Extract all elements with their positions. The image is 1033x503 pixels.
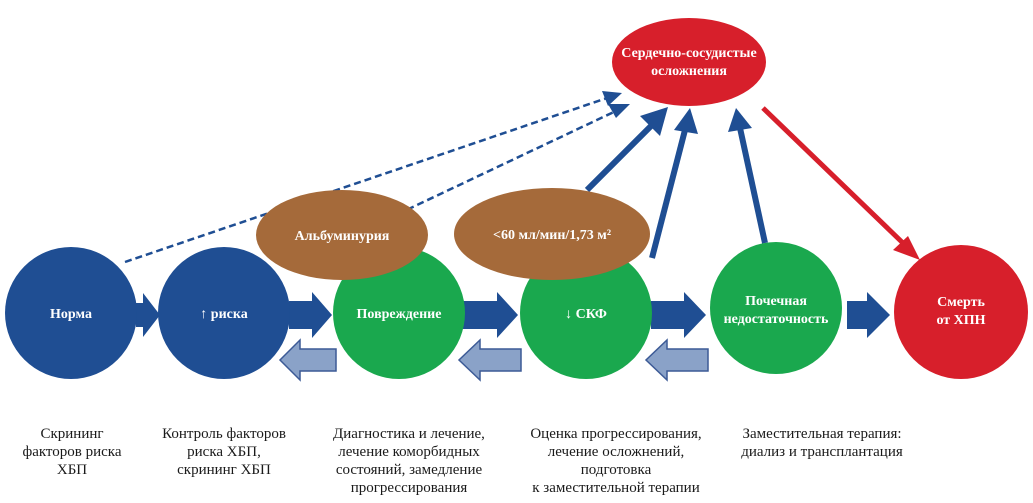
arrow-albuminuria-to-cv	[584, 122, 655, 193]
node-cv-complications: Сердечно-сосудистые осложнения	[612, 18, 766, 106]
albuminuria-label: Альбуминурия	[295, 229, 390, 244]
gfr-circle	[520, 247, 652, 379]
failure-circle	[710, 242, 842, 374]
caption-damage: Диагностика и лечение, лечение коморбидн…	[333, 426, 485, 496]
forward-arrow-1	[136, 293, 160, 337]
forward-arrow-5	[847, 292, 890, 338]
arrowhead-death	[893, 236, 920, 260]
dashed-arrow-norm-to-cv	[124, 95, 611, 264]
back-arrow-3	[644, 338, 709, 382]
cv-label-line1: Сердечно-сосудистые	[621, 46, 756, 61]
node-risk: ↑ риска	[158, 247, 290, 379]
cv-complications-circle	[612, 18, 766, 106]
caption-failure: Заместительная терапия: диализ и транспл…	[741, 426, 903, 460]
arrowhead-gfr	[674, 108, 698, 134]
oval-gfr-threshold: <60 мл/мин/1,73 м²	[454, 188, 650, 280]
forward-arrow-3	[463, 292, 518, 338]
arrow-cv-to-death	[761, 106, 907, 247]
arrowhead-failure	[728, 108, 752, 132]
gfr-threshold-oval	[454, 188, 650, 280]
norm-circle	[5, 247, 137, 379]
back-arrow-2	[457, 338, 522, 382]
dashed-arrowhead-norm	[602, 91, 622, 106]
failure-label-line2: недостаточность	[724, 312, 829, 327]
death-label-line1: Смерть	[937, 295, 985, 310]
failure-label-line1: Почечная	[745, 294, 807, 309]
solid-arrows	[584, 106, 920, 260]
arrow-failure-to-cv	[737, 127, 768, 244]
gfr-threshold-label: <60 мл/мин/1,73 м²	[493, 228, 611, 243]
dashed-arrowhead-risk	[608, 104, 630, 118]
caption-risk: Контроль факторов риска ХБП, скрининг ХБ…	[162, 426, 286, 478]
node-death: Смерть от ХПН	[894, 245, 1028, 379]
node-failure: Почечная недостаточность	[710, 242, 842, 374]
caption-gfr: Оценка прогрессирования, лечение осложне…	[530, 426, 702, 496]
arrow-gfr-to-cv	[649, 129, 688, 259]
risk-circle	[158, 247, 290, 379]
node-gfr: ↓ СКФ	[520, 247, 652, 379]
death-circle	[894, 245, 1028, 379]
risk-label: ↑ риска	[200, 307, 247, 322]
damage-circle	[333, 247, 465, 379]
damage-label: Повреждение	[357, 307, 442, 322]
back-arrows	[278, 338, 709, 382]
forward-arrow-4	[651, 292, 706, 338]
norm-label: Норма	[50, 307, 92, 322]
caption-norm: Скрининг факторов риска ХБП	[22, 426, 122, 478]
node-damage: Повреждение	[333, 247, 465, 379]
node-norm: Норма	[5, 247, 137, 379]
death-label-line2: от ХПН	[936, 313, 985, 328]
forward-arrow-2	[289, 292, 332, 338]
albuminuria-oval	[256, 190, 428, 280]
forward-arrows	[136, 292, 890, 338]
cv-label-line2: осложнения	[651, 64, 727, 79]
arrowhead-albuminuria	[640, 107, 668, 136]
gfr-label: ↓ СКФ	[565, 307, 607, 322]
back-arrow-1	[278, 338, 337, 382]
oval-albuminuria: Альбуминурия	[256, 190, 428, 280]
